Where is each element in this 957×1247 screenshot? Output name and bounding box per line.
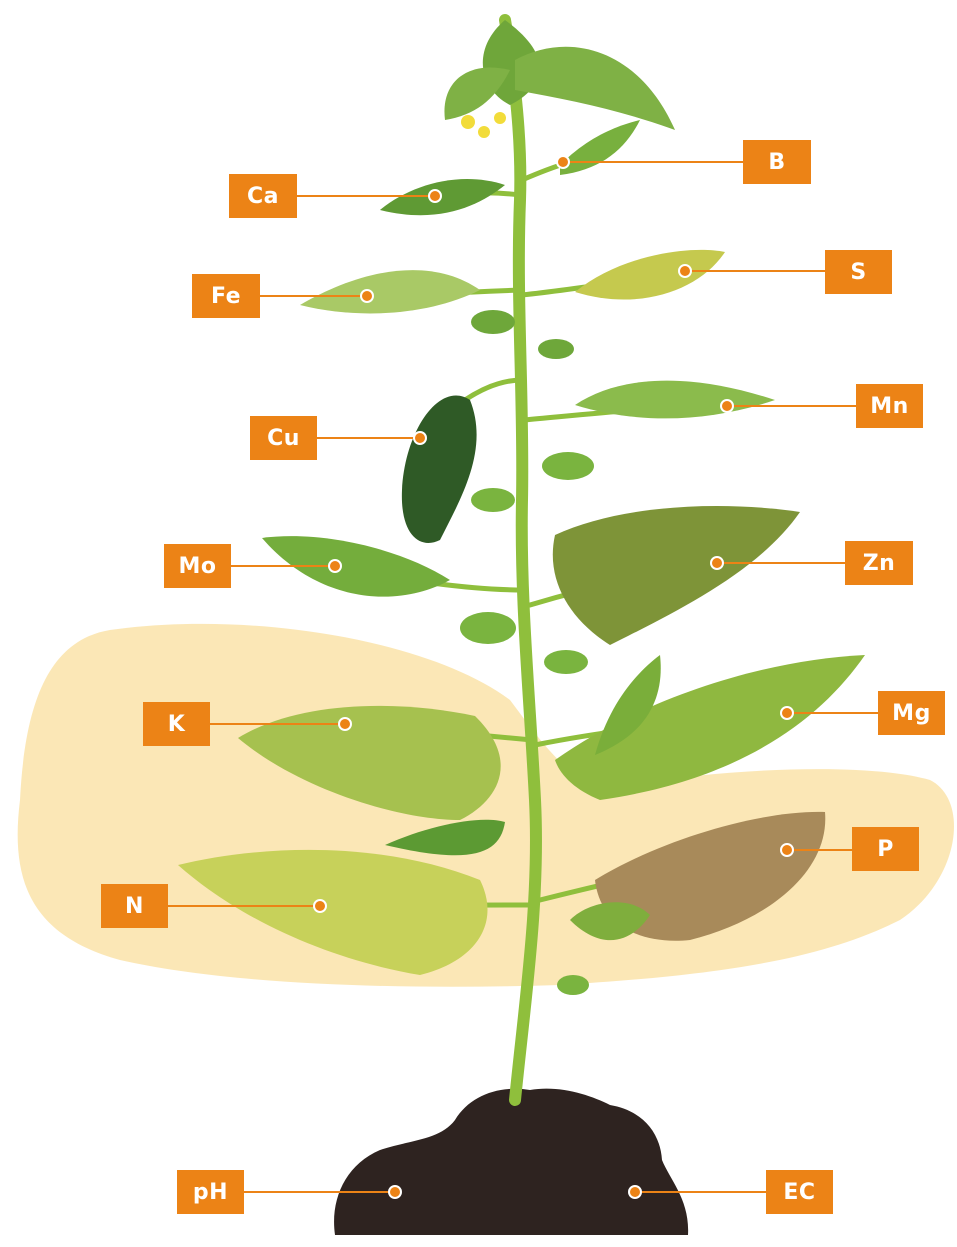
label-iron: Fe <box>192 274 260 318</box>
label-nitrogen: N <box>101 884 168 928</box>
label-sulfur: S <box>825 250 892 294</box>
label-boron: B <box>743 140 811 184</box>
label-calcium: Ca <box>229 174 297 218</box>
label-ec: EC <box>766 1170 833 1214</box>
label-phosphorus: P <box>852 827 919 871</box>
label-zinc: Zn <box>845 541 913 585</box>
label-magnesium: Mg <box>878 691 945 735</box>
label-potassium: K <box>143 702 210 746</box>
soil-mound <box>334 1089 688 1235</box>
label-ph: pH <box>177 1170 244 1214</box>
label-manganese: Mn <box>856 384 923 428</box>
label-copper: Cu <box>250 416 317 460</box>
label-molybdenum: Mo <box>164 544 231 588</box>
